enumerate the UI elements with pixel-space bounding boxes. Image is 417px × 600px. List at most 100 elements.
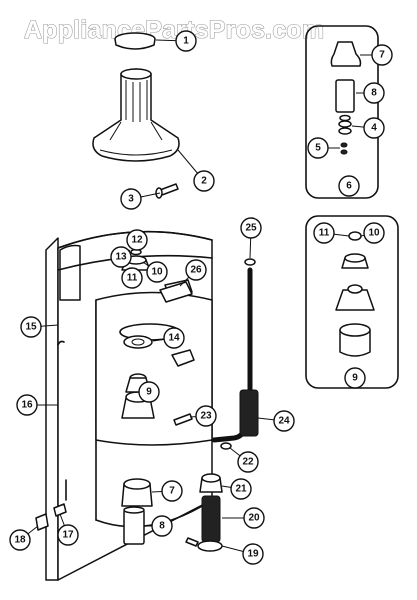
kit-9-parts (335, 231, 375, 357)
callout-circle (151, 515, 173, 537)
callout-circle (120, 188, 142, 210)
callout-25: 25 (240, 217, 262, 239)
callout-7: 7 (371, 44, 393, 66)
callout-10: 10 (146, 261, 168, 283)
callout-21: 21 (230, 478, 252, 500)
part-2-agitator (92, 68, 180, 162)
callout-number: 11 (127, 273, 138, 284)
callout-number: 22 (242, 457, 254, 468)
callout-number: 19 (247, 549, 259, 560)
callout-circle (126, 229, 148, 251)
callout-10: 10 (363, 222, 385, 244)
kit-6-parts (330, 41, 362, 155)
callout-9: 9 (344, 367, 366, 389)
callout-circle (230, 478, 252, 500)
callout-circle (313, 222, 335, 244)
callout-number: 24 (278, 416, 290, 427)
callout-circle (175, 30, 197, 52)
callout-1: 1 (175, 30, 197, 52)
callout-8: 8 (363, 82, 385, 104)
part-3-agitator-bolt (155, 183, 179, 199)
callout-26: 26 (185, 259, 207, 281)
callout-number: 21 (235, 484, 247, 495)
callout-3: 3 (120, 188, 142, 210)
part-24-pressure-hose (211, 267, 259, 443)
part-22-grommet (220, 442, 232, 450)
callout-circle (363, 117, 385, 139)
callout-circle (242, 543, 264, 565)
callout-number: 7 (169, 486, 175, 497)
callout-number: 23 (200, 411, 212, 422)
callout-number: 16 (21, 400, 33, 411)
callout-number: 4 (371, 123, 377, 134)
part-17-fitting (53, 503, 67, 517)
callout-circle (240, 217, 262, 239)
callout-circle (20, 316, 42, 338)
callout-number: 11 (319, 228, 330, 239)
callout-circle (243, 507, 265, 529)
callout-11: 11 (121, 267, 143, 289)
callout-circle (161, 480, 183, 502)
callout-number: 1 (183, 36, 189, 47)
callout-19: 19 (242, 543, 264, 565)
callout-circle (371, 44, 393, 66)
callout-circle (237, 451, 259, 473)
callout-number: 5 (315, 143, 321, 154)
callout-13: 13 (110, 246, 132, 268)
callout-number: 25 (245, 223, 257, 234)
part-26-panel (159, 281, 193, 303)
callout-circle (121, 267, 143, 289)
callout-24: 24 (273, 410, 295, 432)
callout-2: 2 (193, 170, 215, 192)
callout-number: 2 (201, 176, 207, 187)
callout-circle (185, 259, 207, 281)
callout-number: 12 (131, 235, 143, 246)
callout-5: 5 (307, 137, 329, 159)
kit-box-6 (305, 25, 379, 199)
callout-circle (363, 82, 385, 104)
part-25-nut (244, 258, 256, 266)
callout-18: 18 (9, 529, 31, 551)
callout-number: 26 (190, 265, 202, 276)
callout-circle (9, 529, 31, 551)
callout-14: 14 (163, 327, 185, 349)
callout-circle (193, 170, 215, 192)
callout-circle (338, 175, 360, 197)
callout-11: 11 (313, 222, 335, 244)
watermark-logo: AppliancePartsPros.com (24, 16, 324, 44)
callout-circle (344, 367, 366, 389)
callout-circle (307, 137, 329, 159)
callout-circle (16, 394, 38, 416)
callout-number: 9 (352, 373, 358, 384)
callout-number: 15 (25, 322, 37, 333)
callout-number: 7 (379, 50, 385, 61)
callout-circle (195, 405, 217, 427)
callout-4: 4 (363, 117, 385, 139)
callout-circle (138, 381, 160, 403)
callout-16: 16 (16, 394, 38, 416)
callout-circle (57, 524, 79, 546)
callout-number: 8 (159, 521, 165, 532)
callout-number: 20 (248, 513, 260, 524)
part-14-seal (123, 335, 153, 349)
callout-circle (110, 246, 132, 268)
part-21-coupling (199, 473, 223, 493)
callout-number: 14 (168, 333, 180, 344)
callout-circle (273, 410, 295, 432)
part-1-cap (114, 32, 156, 50)
callout-12: 12 (126, 229, 148, 251)
part-8-tube (123, 506, 145, 545)
callout-8: 8 (151, 515, 173, 537)
callout-number: 8 (371, 88, 377, 99)
callout-6: 6 (338, 175, 360, 197)
callout-17: 17 (57, 524, 79, 546)
part-7-collar (121, 478, 153, 507)
callout-22: 22 (237, 451, 259, 473)
callout-number: 18 (14, 535, 26, 546)
callout-7: 7 (161, 480, 183, 502)
part-23-screw (173, 413, 193, 426)
part-20-hose (201, 495, 221, 543)
callout-number: 3 (128, 194, 134, 205)
